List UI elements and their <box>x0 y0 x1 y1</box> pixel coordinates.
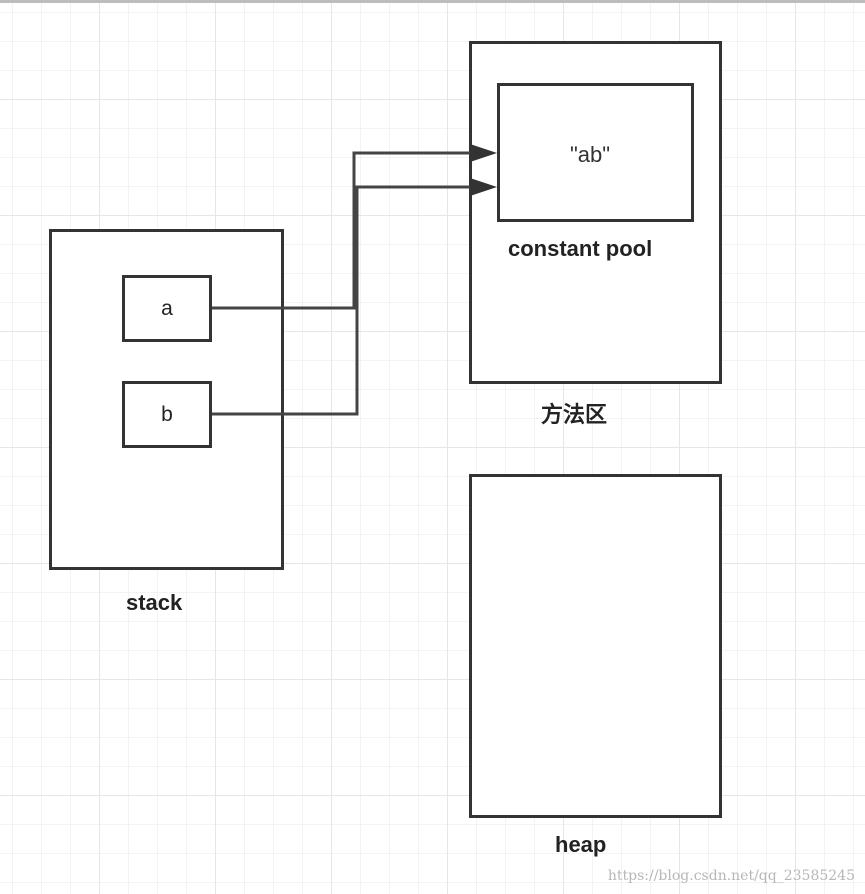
method-area-label: 方法区 <box>541 402 608 427</box>
variable-a-label: a <box>161 296 173 320</box>
top-border <box>0 0 865 3</box>
variable-b-box: b <box>122 381 212 448</box>
string-literal-ab: "ab" <box>570 142 611 167</box>
heap-label: heap <box>555 832 607 857</box>
stack-label: stack <box>126 590 183 615</box>
constant-pool-label: constant pool <box>508 236 653 261</box>
variable-b-label: b <box>161 402 173 426</box>
variable-a-box: a <box>122 275 212 342</box>
watermark-text: https://blog.csdn.net/qq_23585245 <box>607 868 855 884</box>
constant-pool-box <box>497 83 694 222</box>
heap-box <box>469 474 722 818</box>
